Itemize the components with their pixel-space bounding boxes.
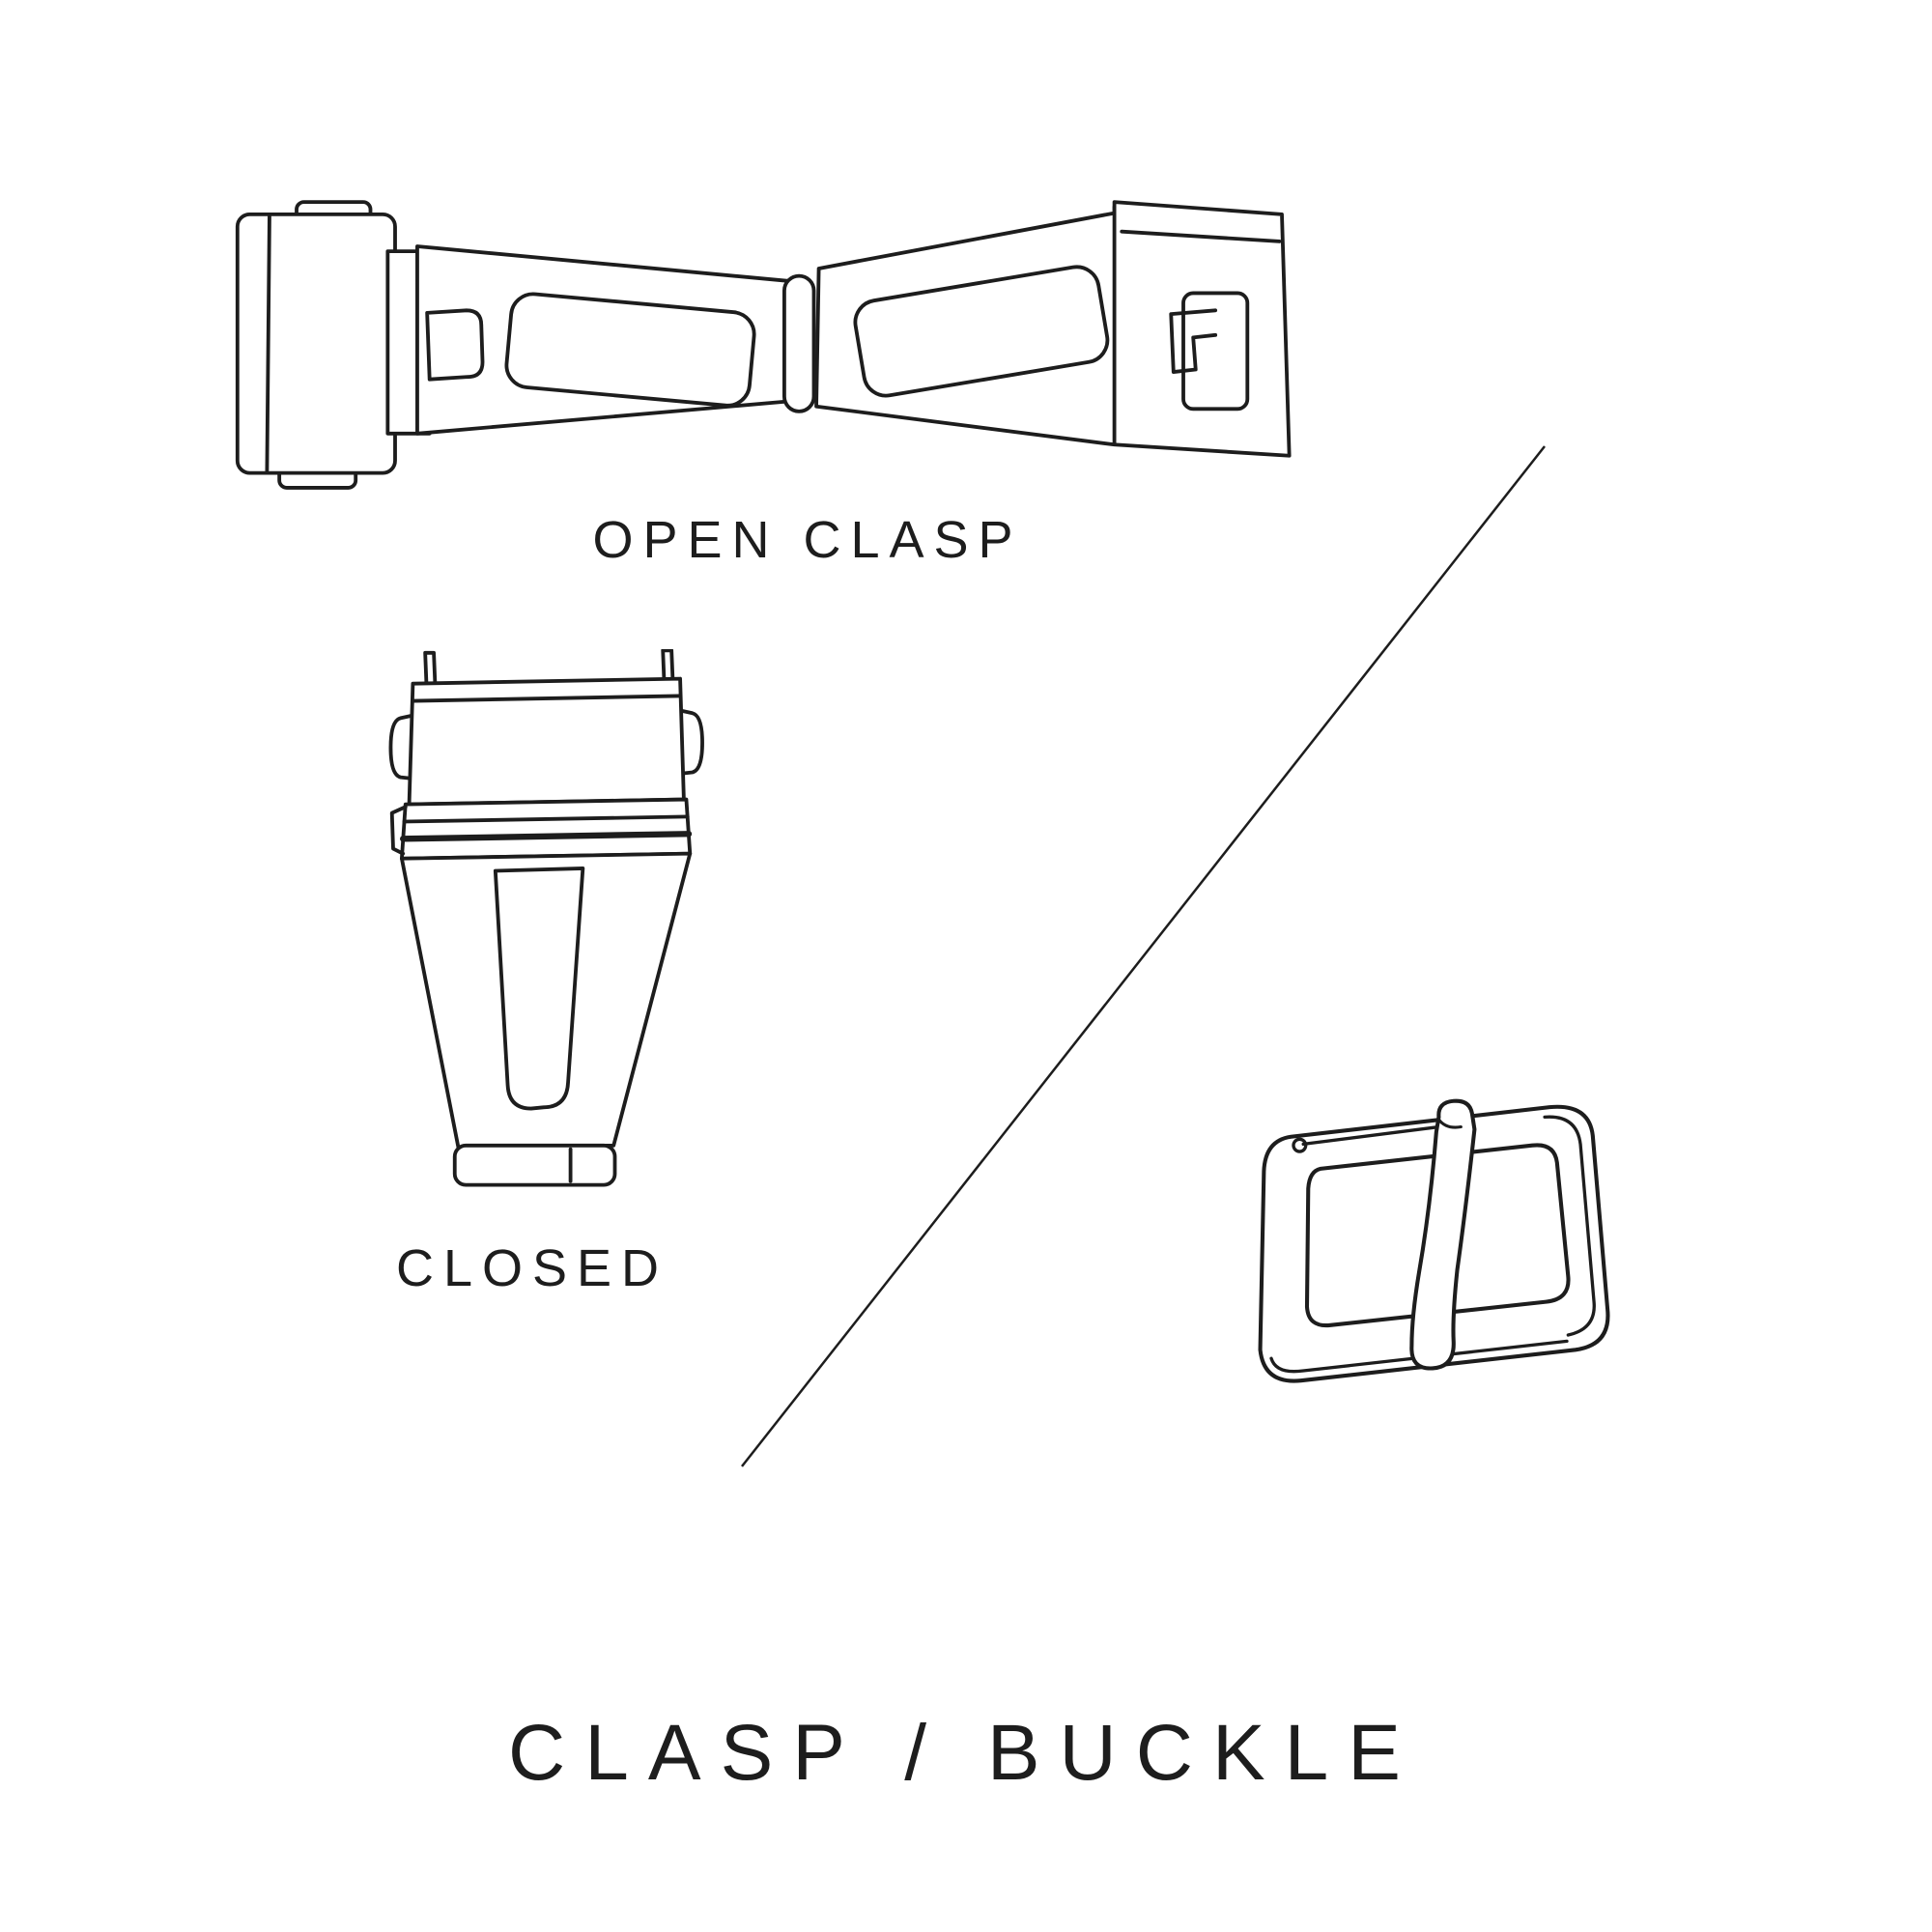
diagram-title: CLASP / BUCKLE: [508, 1709, 1420, 1797]
closed-clasp-illustration: [376, 649, 706, 1191]
clasp-body: [400, 851, 693, 1151]
open-clasp-label: OPEN CLASP: [592, 511, 1023, 569]
buckle-pin-axis: [1301, 1124, 1441, 1147]
endlink-block: [235, 212, 397, 475]
left-ear: [388, 713, 414, 781]
right-ear: [679, 708, 704, 776]
right-prong: [661, 649, 675, 684]
body-slot: [493, 867, 585, 1111]
plate-slot: [1181, 291, 1250, 412]
clasp-foot: [452, 1143, 617, 1187]
clasp-hinge: [781, 273, 816, 413]
closed-clasp-label: CLOSED: [395, 1239, 669, 1297]
catch-hook: [1169, 308, 1218, 374]
left-prong: [423, 650, 438, 686]
pin-head: [1292, 1137, 1308, 1153]
buckle-illustration: [1227, 1075, 1634, 1420]
clasp-right-arm: [814, 200, 1292, 458]
release-notch: [425, 308, 485, 382]
buckle-tang: [1409, 1098, 1477, 1371]
band-tab: [389, 805, 408, 856]
open-clasp-illustration: [222, 197, 1307, 493]
fold-band: [400, 797, 693, 861]
